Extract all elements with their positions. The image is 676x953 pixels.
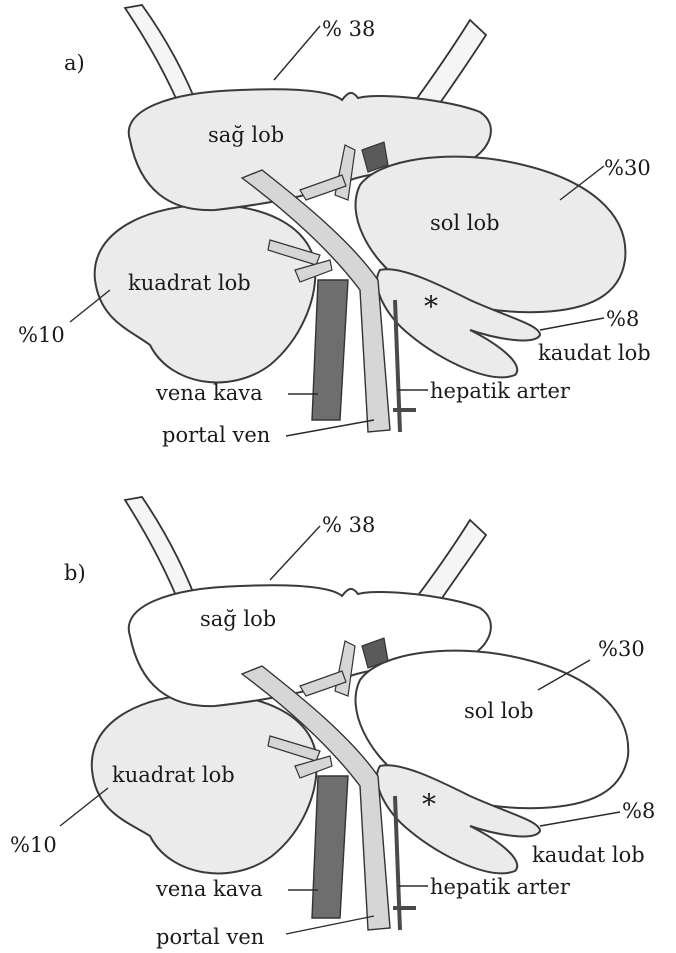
vena-cava	[312, 776, 348, 918]
panel-a-pct-quadrate: %10	[18, 323, 65, 347]
panel-a-quadrate-lobe: kuadrat lob	[128, 271, 251, 295]
panel-a-caudate-lobe: kaudat lob	[538, 341, 651, 365]
vena-cava	[312, 280, 348, 420]
leader-pct-caudate	[540, 812, 620, 826]
panel-b-left-lobe: sol lob	[464, 699, 534, 723]
panel-b-vena-kava: vena kava	[155, 877, 263, 901]
panel-b-hepatik-arter: hepatik arter	[430, 875, 571, 899]
panel-a-pct-left: %30	[604, 156, 651, 180]
panel-b-pct-caudate: %8	[622, 799, 655, 823]
panel-b-marker: *	[422, 788, 436, 821]
panel-a-pct-caudate: %8	[606, 307, 639, 331]
panel-b-pct-left: %30	[598, 637, 645, 661]
panel-a-marker: *	[424, 290, 438, 323]
panel-b-quadrate-lobe: kuadrat lob	[112, 763, 235, 787]
panel-a-right-lobe: sağ lob	[208, 123, 284, 147]
leader-pct-right	[274, 26, 320, 80]
panel-b: b) % 38 sağ lob %30 sol lob kuadrat lob …	[10, 497, 655, 949]
panel-b-caudate-lobe: kaudat lob	[532, 843, 645, 867]
leader-pct-caudate	[540, 318, 604, 330]
panel-b-portal-ven: portal ven	[156, 925, 264, 949]
panel-a-tag: a)	[64, 51, 85, 75]
panel-a: a) % 38 sağ lob %30 sol lob kuadrat lob …	[18, 5, 651, 447]
leader-pct-right	[270, 526, 320, 580]
panel-a-portal-ven: portal ven	[162, 423, 270, 447]
leader-portal-ven	[286, 420, 374, 436]
leader-pct-quadrate	[60, 788, 108, 826]
panel-b-pct-right: % 38	[322, 513, 375, 537]
panel-a-pct-right: % 38	[322, 17, 375, 41]
panel-b-right-lobe: sağ lob	[200, 607, 276, 631]
panel-a-left-lobe: sol lob	[430, 211, 500, 235]
panel-a-vena-kava: vena kava	[155, 381, 263, 405]
panel-b-pct-quadrate: %10	[10, 833, 57, 857]
panel-a-hepatik-arter: hepatik arter	[430, 379, 571, 403]
panel-b-tag: b)	[64, 561, 86, 585]
